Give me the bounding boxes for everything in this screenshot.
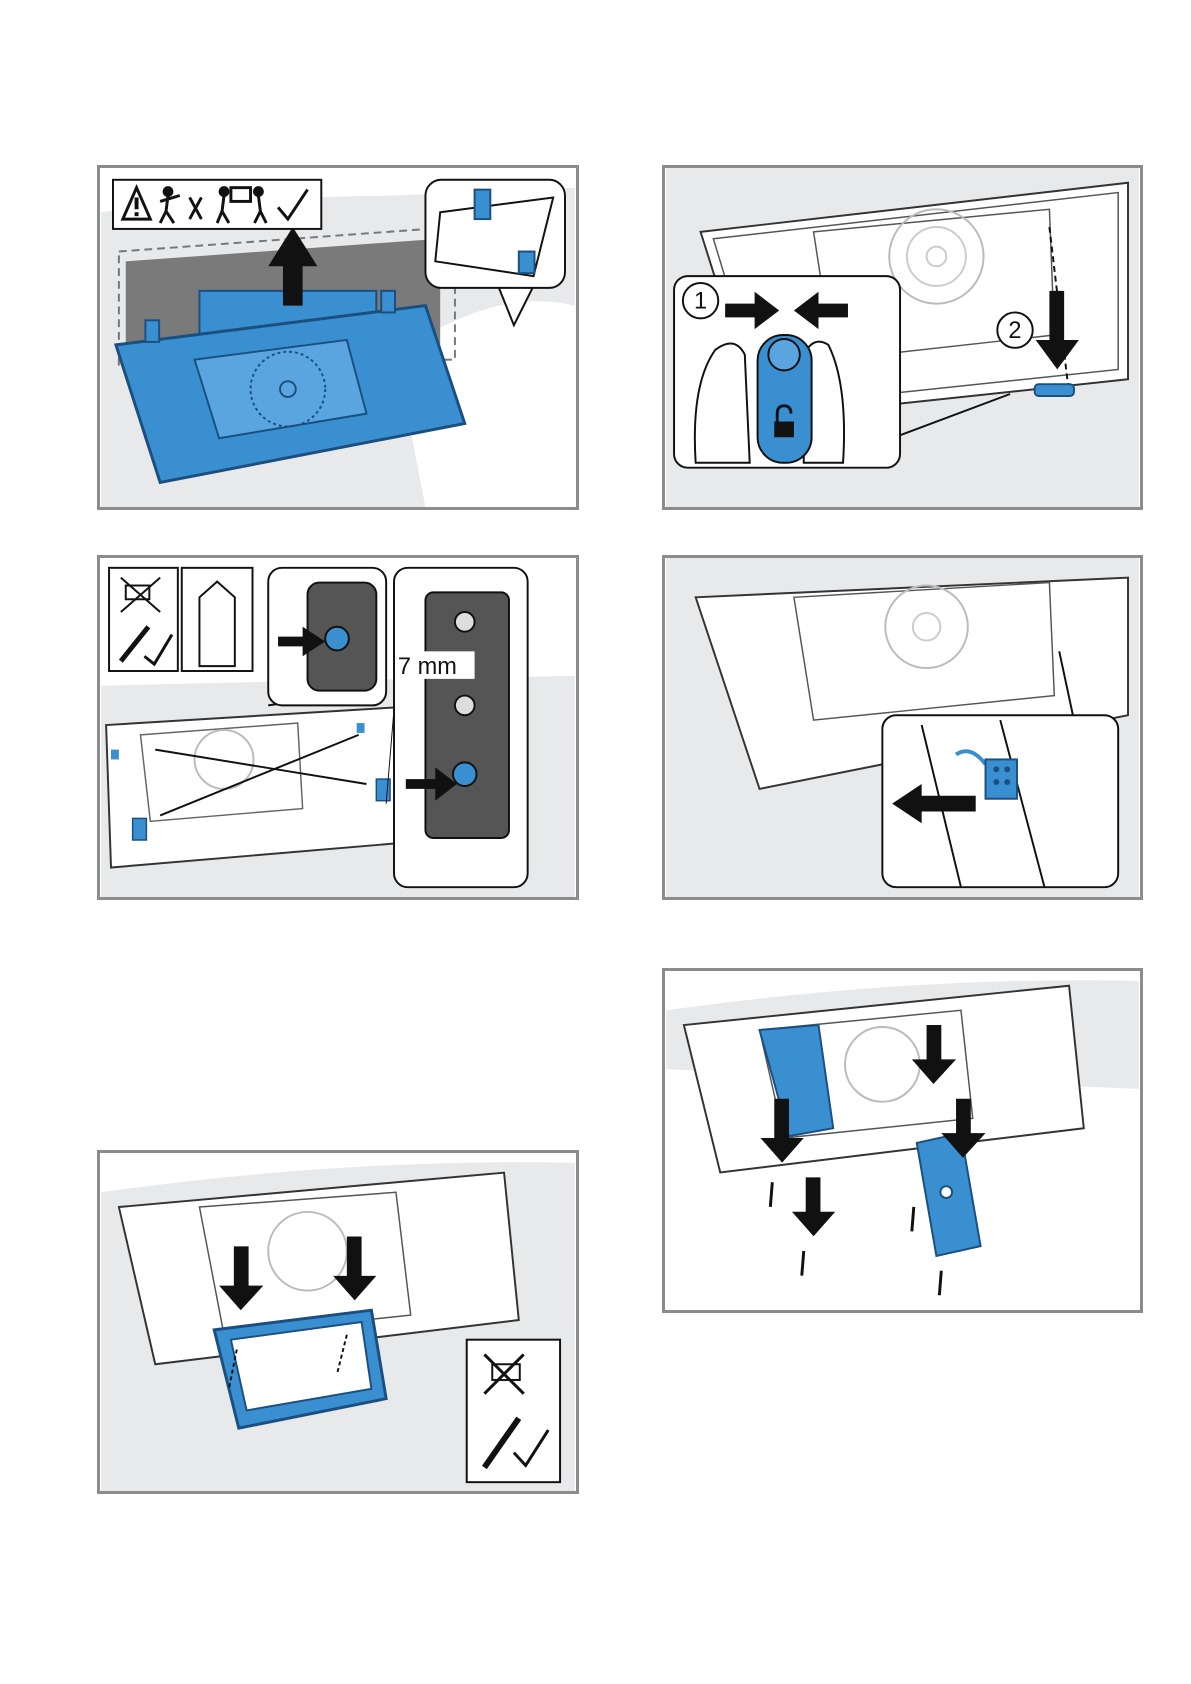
disconnect-cable-illustration: [665, 558, 1140, 897]
illustration-panel-screw-clips: 7 mm: [97, 555, 579, 900]
attach-brackets-illustration: [665, 971, 1140, 1310]
screw-clips-illustration: 7 mm: [100, 558, 576, 897]
no-power-drill-icon: [467, 1340, 560, 1482]
illustration-panel-disconnect-cable: [662, 555, 1143, 900]
unlock-clip-illustration: 1 2: [665, 168, 1140, 507]
illustration-panel-attach-frame: [97, 1150, 579, 1494]
step-number-2: 2: [1008, 317, 1021, 343]
remove-hood-illustration: [100, 168, 576, 507]
hex-bit-icon: [182, 568, 253, 671]
no-power-drill-icon: [109, 568, 178, 671]
illustration-panel-attach-brackets: [662, 968, 1143, 1313]
step-number-1: 1: [694, 288, 707, 314]
illustration-panel-remove-hood: [97, 165, 579, 510]
illustration-panel-unlock-clip: 1 2: [662, 165, 1143, 510]
connector-icon: [986, 759, 1017, 798]
attach-frame-illustration: [100, 1153, 576, 1491]
dimension-label: 7 mm: [398, 653, 457, 679]
